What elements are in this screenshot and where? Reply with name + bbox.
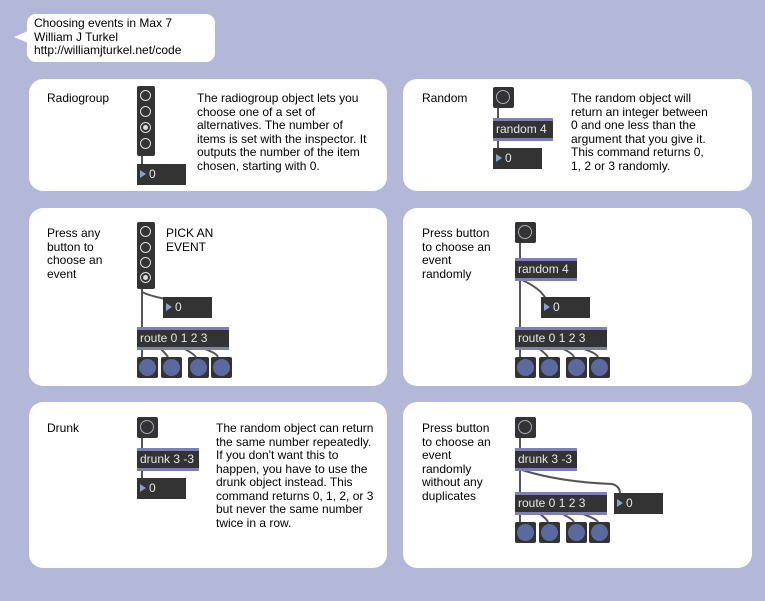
header-author: William J Turkel: [34, 29, 119, 44]
bang-icon: [591, 359, 608, 376]
comment-bubble-tail: [14, 31, 28, 43]
press-random-bang-button[interactable]: [515, 222, 536, 243]
press-drunk-bang-button[interactable]: [515, 417, 536, 438]
bang-icon: [518, 420, 532, 434]
panel-radiogroup: [29, 79, 387, 191]
number-arrow-icon: [544, 303, 550, 311]
bang-icon: [541, 524, 558, 541]
radio-option-1[interactable]: [140, 242, 151, 253]
bang-icon: [139, 359, 156, 376]
radiogroup-description: The radiogroup object lets you choose on…: [197, 91, 367, 173]
press-any-number-box[interactable]: 0: [163, 297, 212, 318]
event-bang-2[interactable]: [566, 522, 587, 543]
radiogroup-number-box[interactable]: 0: [137, 164, 186, 185]
random-bang-button[interactable]: [493, 87, 514, 108]
event-bang-2[interactable]: [188, 357, 209, 378]
event-bang-3[interactable]: [589, 357, 610, 378]
press-random-route-object[interactable]: route 0 1 2 3: [515, 327, 607, 350]
bang-icon: [190, 359, 207, 376]
event-bang-3[interactable]: [589, 522, 610, 543]
header-title: Choosing events in Max 7: [34, 16, 173, 30]
bang-icon: [213, 359, 230, 376]
press-drunk-number-box[interactable]: 0: [614, 493, 663, 514]
header-url: http://williamjturkel.net/code: [34, 43, 182, 57]
bang-icon: [517, 359, 534, 376]
pick-an-event-label: PICK AN EVENT: [166, 226, 214, 254]
bang-icon: [568, 359, 585, 376]
bang-icon: [518, 225, 532, 239]
radiogroup-widget[interactable]: [137, 86, 155, 156]
random-number-box[interactable]: 0: [493, 148, 542, 169]
event-bang-3[interactable]: [211, 357, 232, 378]
number-arrow-icon: [140, 170, 146, 178]
event-bang-1[interactable]: [161, 357, 182, 378]
bang-icon: [517, 524, 534, 541]
number-arrow-icon: [166, 303, 172, 311]
random-object[interactable]: random 4: [493, 118, 553, 141]
bang-icon: [541, 359, 558, 376]
radio-option-2[interactable]: [140, 257, 151, 268]
panel-drunk: [29, 402, 387, 568]
press-drunk-drunk-object[interactable]: drunk 3 -3: [515, 448, 577, 471]
random-title: Random: [422, 91, 468, 105]
drunk-bang-button[interactable]: [137, 417, 158, 438]
radio-option-2[interactable]: [140, 122, 151, 133]
panel-random: [403, 79, 752, 191]
press-drunk-title: Press button to choose an event randomly…: [422, 421, 491, 503]
radio-option-0[interactable]: [140, 90, 151, 101]
drunk-number-box[interactable]: 0: [137, 478, 186, 499]
press-any-radiogroup[interactable]: [137, 222, 155, 289]
drunk-title: Drunk: [47, 421, 80, 435]
header-comment: Choosing events in Max 7 William J Turke…: [27, 14, 215, 62]
radio-option-1[interactable]: [140, 106, 151, 117]
bang-icon: [140, 420, 154, 434]
number-arrow-icon: [496, 154, 502, 162]
event-bang-1[interactable]: [539, 357, 560, 378]
press-drunk-route-object[interactable]: route 0 1 2 3: [515, 492, 607, 515]
press-random-number-box[interactable]: 0: [541, 297, 590, 318]
bang-icon: [591, 524, 608, 541]
number-arrow-icon: [617, 499, 623, 507]
event-bang-2[interactable]: [566, 357, 587, 378]
event-bang-0[interactable]: [515, 357, 536, 378]
radio-option-3[interactable]: [140, 272, 151, 283]
radio-option-3[interactable]: [140, 138, 151, 149]
radio-option-0[interactable]: [140, 226, 151, 237]
press-any-title: Press any button to choose an event: [47, 226, 103, 281]
number-arrow-icon: [140, 484, 146, 492]
drunk-description: The random object can return the same nu…: [216, 421, 374, 530]
bang-icon: [496, 90, 510, 104]
radiogroup-title: Radiogroup: [47, 91, 110, 105]
event-bang-1[interactable]: [539, 522, 560, 543]
press-any-route-object[interactable]: route 0 1 2 3: [137, 327, 229, 350]
press-random-title: Press button to choose an event randomly: [422, 226, 491, 281]
event-bang-0[interactable]: [515, 522, 536, 543]
bang-icon: [568, 524, 585, 541]
random-description: The random object will return an integer…: [571, 91, 708, 173]
bang-icon: [163, 359, 180, 376]
event-bang-0[interactable]: [137, 357, 158, 378]
press-random-random-object[interactable]: random 4: [515, 258, 577, 281]
drunk-object[interactable]: drunk 3 -3: [137, 448, 199, 471]
